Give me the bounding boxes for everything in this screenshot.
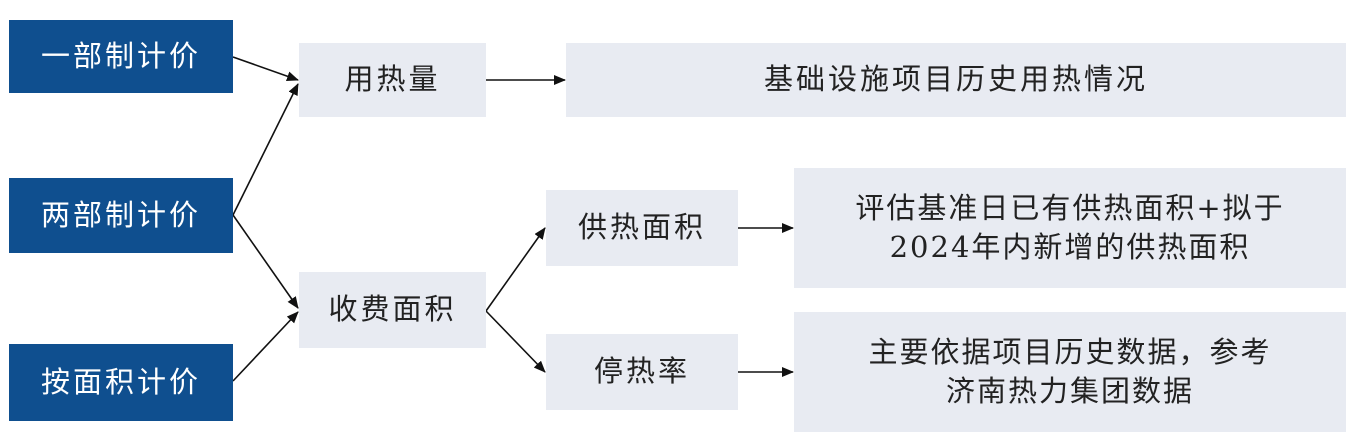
arrow-billing-to-stop-rate (485, 310, 546, 373)
factor-heating-area-label: 供热面积 (577, 210, 706, 245)
method-by-area-label: 按面积计价 (40, 364, 201, 399)
source-heating-area: 评估基准日已有供热面积+拟于 2024年内新增的供热面积 (794, 168, 1346, 288)
arrow-billing-to-heating-area (485, 227, 546, 312)
source-heating-area-line2: 2024年内新增的供热面积 (889, 230, 1251, 264)
method-one-part-label: 一部制计价 (40, 38, 201, 73)
factor-heat-usage-label: 用热量 (344, 62, 441, 97)
source-heat-usage-text: 基础设施项目历史用热情况 (763, 62, 1148, 97)
arrow-twopart-to-billing-area (232, 214, 299, 309)
method-one-part: 一部制计价 (9, 20, 233, 93)
source-heat-usage: 基础设施项目历史用热情况 (566, 43, 1346, 117)
method-two-part: 两部制计价 (9, 178, 233, 253)
arrow-onepart-to-heat-usage (232, 56, 299, 82)
arrow-area-to-billing-area (232, 311, 299, 382)
factor-stop-rate: 停热率 (546, 334, 738, 410)
factor-heat-usage: 用热量 (299, 43, 486, 117)
method-two-part-label: 两部制计价 (40, 197, 201, 232)
factor-heating-area: 供热面积 (546, 190, 738, 266)
source-stop-rate-line1: 主要依据项目历史数据，参考 (868, 334, 1272, 369)
factor-billing-area: 收费面积 (299, 272, 486, 348)
source-stop-rate-line2: 济南热力集团数据 (945, 374, 1194, 408)
source-heating-area-line1: 评估基准日已有供热面积+拟于 (855, 190, 1285, 225)
method-by-area: 按面积计价 (9, 344, 233, 421)
arrow-twopart-to-heat-usage (232, 83, 299, 216)
factor-billing-area-label: 收费面积 (328, 292, 457, 327)
source-stop-rate: 主要依据项目历史数据，参考 济南热力集团数据 (794, 312, 1346, 432)
factor-stop-rate-label: 停热率 (593, 354, 690, 389)
